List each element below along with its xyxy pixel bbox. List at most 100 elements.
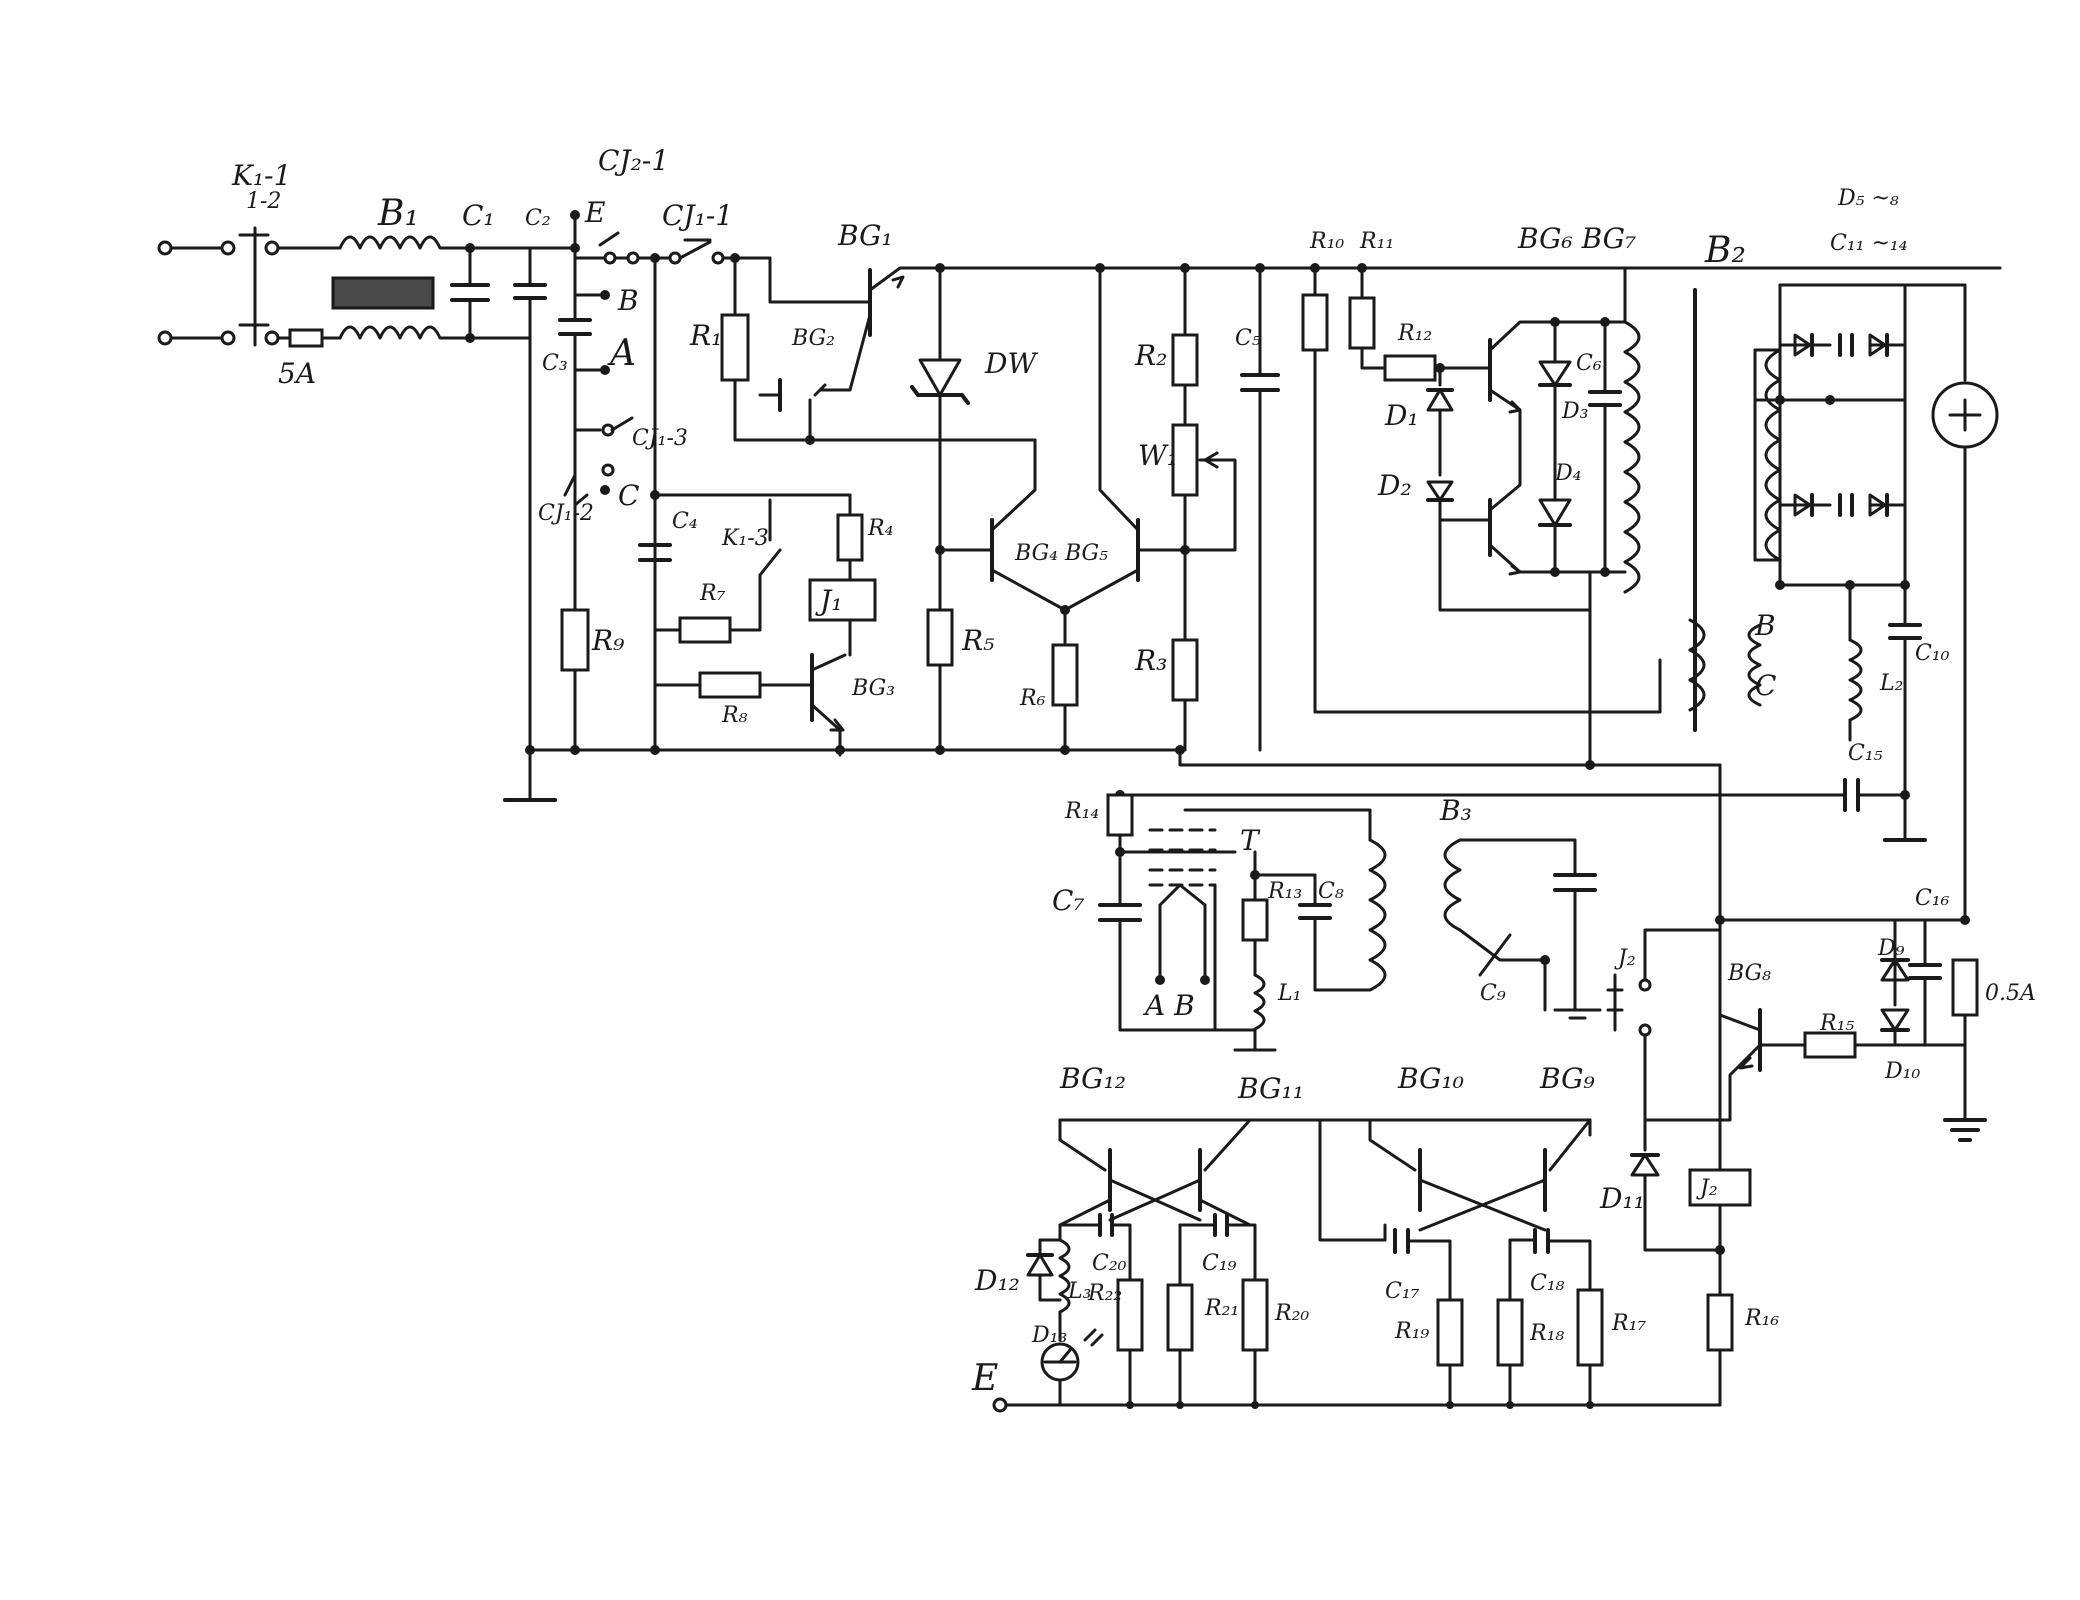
d5-diode	[1793, 333, 1812, 357]
label-c3: C₃	[542, 351, 568, 376]
k1-3-contact[interactable]	[758, 498, 782, 577]
r4-resistor	[836, 513, 864, 562]
c16-capacitor	[1908, 963, 1942, 980]
label-d11: D₁₁	[1599, 1182, 1645, 1215]
b3-secondary	[1443, 838, 1462, 932]
fuse-0-5a	[1951, 958, 1979, 1017]
label-c10: C₁₀	[1915, 641, 1950, 666]
label-l1: L₁	[1277, 981, 1301, 1006]
label-cj1-1: CJ₁-1	[662, 199, 733, 232]
c5-capacitor-group	[1240, 263, 1280, 752]
r12-resistor	[1383, 354, 1437, 382]
label-c-switch: C	[618, 479, 639, 512]
label-e-top: E	[584, 196, 605, 229]
label-b-winding: B	[1754, 609, 1776, 642]
label-bg11: BG₁₁	[1237, 1072, 1304, 1105]
c6-capacitor	[1588, 390, 1622, 407]
label-j1: J₁	[815, 584, 842, 617]
c18-capacitor	[1533, 1228, 1550, 1254]
label-c15: C₁₅	[1848, 741, 1883, 766]
label-cj1-2: CJ₁-2	[538, 501, 594, 526]
variable-capacitor-c9[interactable]	[1478, 933, 1512, 977]
j2-relay	[1688, 1168, 1752, 1207]
r10-resistor	[1301, 293, 1329, 352]
label-k13: K₁-3	[721, 526, 769, 551]
r21-resistor	[1166, 1283, 1194, 1352]
label-bg9: BG₉	[1539, 1062, 1595, 1095]
flip-flop-section	[992, 1118, 1722, 1413]
switch-column	[558, 210, 634, 747]
label-r22: R₂₂	[1087, 1281, 1122, 1306]
r19-resistor	[1436, 1298, 1464, 1367]
label-r16: R₁₆	[1744, 1306, 1779, 1331]
r10-r11-r12	[1301, 263, 1662, 714]
b2-feedback-winding	[1688, 618, 1706, 712]
label-r8: R₈	[721, 703, 748, 728]
label-k1b: 1-2	[246, 189, 281, 214]
l1-inductor	[1253, 973, 1266, 1031]
voltage-multiplier	[1588, 283, 1999, 925]
b1-choke-bottom	[338, 325, 472, 340]
l2-inductor	[1848, 638, 1863, 722]
label-r6: R₆	[1019, 686, 1046, 711]
label-r20: R₂₀	[1274, 1301, 1309, 1326]
label-cj2: CJ₂-1	[598, 144, 669, 177]
label-c20: C₂₀	[1092, 1251, 1127, 1276]
label-j2: J₂	[1696, 1176, 1718, 1201]
t-thermocouple	[1158, 883, 1207, 907]
c9-capacitor	[1553, 873, 1597, 892]
r2-resistor	[1171, 333, 1199, 387]
c5-capacitor	[1240, 373, 1280, 392]
w1-potentiometer[interactable]	[1171, 423, 1199, 497]
label-fuse-0-5a: 0.5A	[1985, 981, 2036, 1006]
c11-capacitor	[1838, 333, 1854, 357]
r8-resistor	[698, 671, 762, 699]
cj1-2-switch[interactable]	[563, 473, 589, 507]
component-labels: K₁-1 1-2 B₁ C₁ C₂ E CJ₂-1 CJ₁-1 BG₁ BG₂ …	[231, 144, 2036, 1399]
cj1-3-switch[interactable]	[610, 416, 634, 432]
label-c9: C₉	[1480, 981, 1506, 1006]
label-d2: D₂	[1377, 469, 1412, 502]
r1-resistor	[720, 313, 750, 382]
label-c7: C₇	[1052, 884, 1085, 917]
label-bg3: BG₃	[851, 676, 895, 701]
label-w1: W₁	[1138, 439, 1178, 472]
label-c4: C₄	[672, 509, 698, 534]
input-terminal-top[interactable]	[157, 240, 173, 256]
cj2-1-switch[interactable]	[598, 231, 620, 247]
label-r15: R₁₅	[1819, 1011, 1854, 1036]
b2-primary	[1623, 320, 1641, 594]
label-d12: D₁₂	[974, 1264, 1020, 1297]
label-cj1-3: CJ₁-3	[632, 426, 688, 451]
b1-choke-top	[338, 235, 472, 250]
r16-resistor	[1706, 1293, 1734, 1352]
r2-w1-r3-divider	[1171, 263, 1237, 752]
label-d13: D₁₃	[1031, 1323, 1067, 1348]
label-bg12: BG₁₂	[1059, 1062, 1126, 1095]
label-dw: DW	[984, 347, 1038, 380]
bg1-bg2-darlington	[720, 256, 2002, 445]
label-bg1: BG₁	[837, 219, 893, 252]
cj1-1-switch[interactable]	[678, 238, 712, 260]
label-r10: R₁₀	[1309, 229, 1344, 254]
label-c2: C₂	[525, 206, 551, 231]
label-l2: L₂	[1879, 671, 1903, 696]
label-c1: C₁	[462, 199, 495, 232]
label-fuse-5a: 5A	[278, 357, 316, 390]
bg8-relay-driver	[1606, 763, 1987, 1407]
label-b1: B₁	[377, 193, 419, 234]
label-b-switch: B	[617, 284, 639, 317]
b1-core	[331, 276, 435, 310]
c17-capacitor	[1393, 1228, 1410, 1254]
label-c5: C₅	[1235, 326, 1261, 351]
label-c11: C₁₁ ~₁₄	[1830, 231, 1908, 256]
label-r13: R₁₃	[1267, 879, 1302, 904]
r17-resistor	[1576, 1288, 1604, 1367]
k1-switch[interactable]	[238, 226, 270, 347]
r14-resistor	[1106, 793, 1134, 837]
label-a-switch: A	[607, 333, 636, 374]
input-terminal-bottom[interactable]	[157, 330, 173, 346]
d8-diode	[1868, 493, 1887, 517]
e-terminal[interactable]	[992, 1397, 1008, 1413]
